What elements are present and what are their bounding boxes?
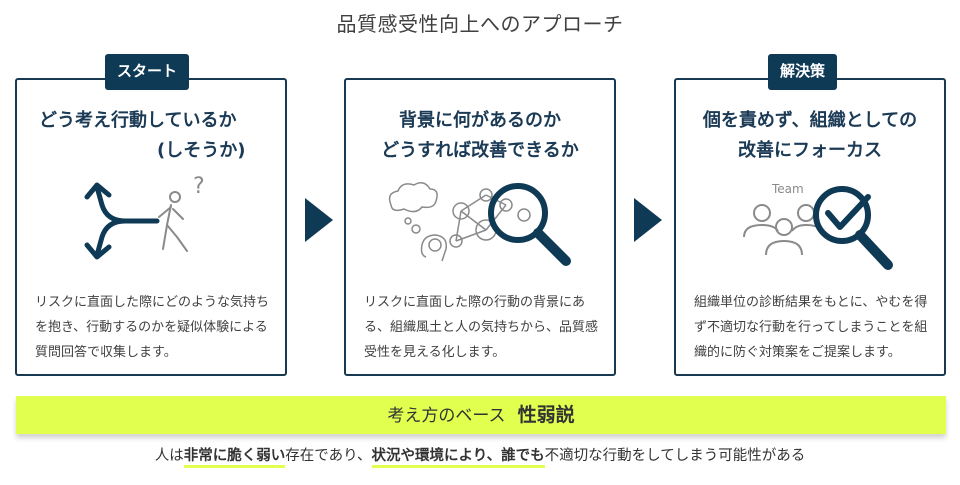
highlight-anyone: 状況や環境により、誰でも: [371, 448, 545, 468]
statement-text: 人は非常に脆く弱い存在であり、状況や環境により、誰でも不適切な行動をしてしまう可…: [0, 444, 960, 468]
tag-solution: 解決策: [768, 54, 838, 90]
page-title: 品質感受性向上へのアプローチ: [336, 12, 624, 36]
svg-text:Team: Team: [771, 182, 804, 196]
card-description: 組織単位の診断結果をもとに、やむを得ず不適切な行動を行ってしまうことを組織的に防…: [694, 295, 928, 360]
card-description: リスクに直面した際にどのような気持ちを抱き、行動するのかを疑似体験による質問回答…: [35, 295, 270, 360]
team-magnifier-check-icon: Team: [676, 175, 944, 275]
banner-label: 考え方のベース: [387, 406, 506, 426]
card-background: 背景に何があるのか どうすれば改善できるか: [344, 78, 616, 376]
card-start: スタート どう考え行動しているか (しそうか) ? リスクに直面した際にどのよう…: [15, 54, 287, 376]
card-heading: どう考え行動しているか (しそうか): [39, 110, 246, 161]
tag-start: スタート: [105, 54, 190, 90]
card-heading: 背景に何があるのか どうすれば改善できるか: [381, 110, 579, 161]
arrow-right-icon: [634, 198, 662, 242]
card-solution: 解決策 個を責めず、組織としての 改善にフォーカス Team 組織単位の診断結果…: [674, 54, 946, 376]
card-description: リスクに直面した際の行動の背景にある、組織風土と人の気持ちから、品質感受性を見え…: [364, 295, 599, 360]
branching-path-walking-person-question-icon: ?: [17, 174, 285, 275]
arrow-right-icon: [305, 198, 333, 242]
card-heading: 個を責めず、組織としての 改善にフォーカス: [702, 110, 918, 161]
highlight-fragile: 非常に脆く弱い: [183, 448, 286, 468]
banner-emphasis: 性弱説: [517, 404, 575, 426]
thought-network-magnifier-icon: [346, 175, 614, 275]
svg-text:?: ?: [193, 175, 205, 199]
base-concept-banner: 考え方のベース性弱説: [16, 396, 946, 434]
